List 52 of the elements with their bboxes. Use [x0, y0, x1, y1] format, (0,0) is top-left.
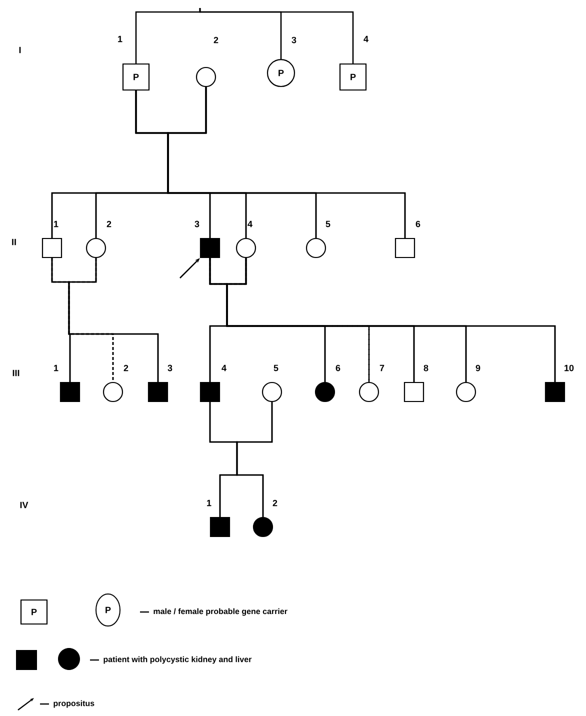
individual-number: 3: [168, 364, 172, 372]
generation-label: II: [12, 238, 16, 246]
individual-number: 3: [292, 36, 296, 44]
individual-number: 4: [248, 220, 252, 228]
individual-number: 5: [326, 220, 330, 228]
female-symbol: [102, 382, 124, 402]
female-symbol: [86, 238, 106, 258]
female-symbol: [456, 382, 476, 402]
male-symbol: [394, 238, 416, 258]
generation-label: I: [19, 46, 21, 54]
female-symbol: [306, 238, 326, 258]
individual-number: 1: [207, 500, 212, 506]
individual-number: 7: [380, 364, 384, 372]
individual-number: 4: [222, 364, 226, 372]
female-symbol: [196, 66, 216, 88]
affected-male-symbol: [210, 516, 230, 538]
individual-number: 10: [564, 364, 574, 372]
descent-line: [236, 402, 273, 517]
legend-text: propositus: [54, 700, 94, 708]
individual-number: 3: [194, 220, 200, 228]
affected-female-symbol: [252, 516, 274, 538]
affected-male-symbol: [200, 382, 220, 402]
individual-number: 4: [364, 36, 368, 42]
individual-number: 6: [336, 364, 340, 372]
individual-number: 5: [274, 364, 278, 372]
individual-number: 8: [424, 364, 428, 372]
affected-male-symbol: [544, 382, 566, 402]
female-symbol: [236, 238, 256, 258]
generation-label: III: [12, 370, 20, 376]
individual-number: 2: [124, 364, 128, 372]
individual-number: 9: [476, 364, 480, 372]
female-symbol: [262, 382, 282, 402]
descent-line: [199, 8, 354, 64]
male-symbol: [404, 382, 424, 402]
affected-male-symbol: [148, 382, 168, 402]
legend-text: male / female probable gene carrier: [154, 608, 288, 616]
proband-arrow: [180, 258, 200, 278]
generation-label: IV: [20, 502, 28, 508]
individual-number: 6: [416, 220, 420, 228]
legend-text: patient with polycystic kidney and liver: [104, 656, 252, 664]
individual-number: 2: [106, 220, 112, 228]
individual-number: 2: [214, 36, 218, 44]
affected-male-symbol: [60, 382, 80, 402]
affected-male-symbol: [200, 238, 220, 258]
male-symbol: [42, 238, 62, 258]
female-symbol: [358, 382, 380, 402]
descent-line: [68, 258, 159, 382]
individual-number: 1: [118, 36, 122, 42]
affected-female-symbol: [314, 382, 336, 402]
individual-number: 1: [54, 220, 58, 228]
individual-number: 2: [272, 500, 278, 506]
individual-number: 1: [54, 364, 58, 372]
